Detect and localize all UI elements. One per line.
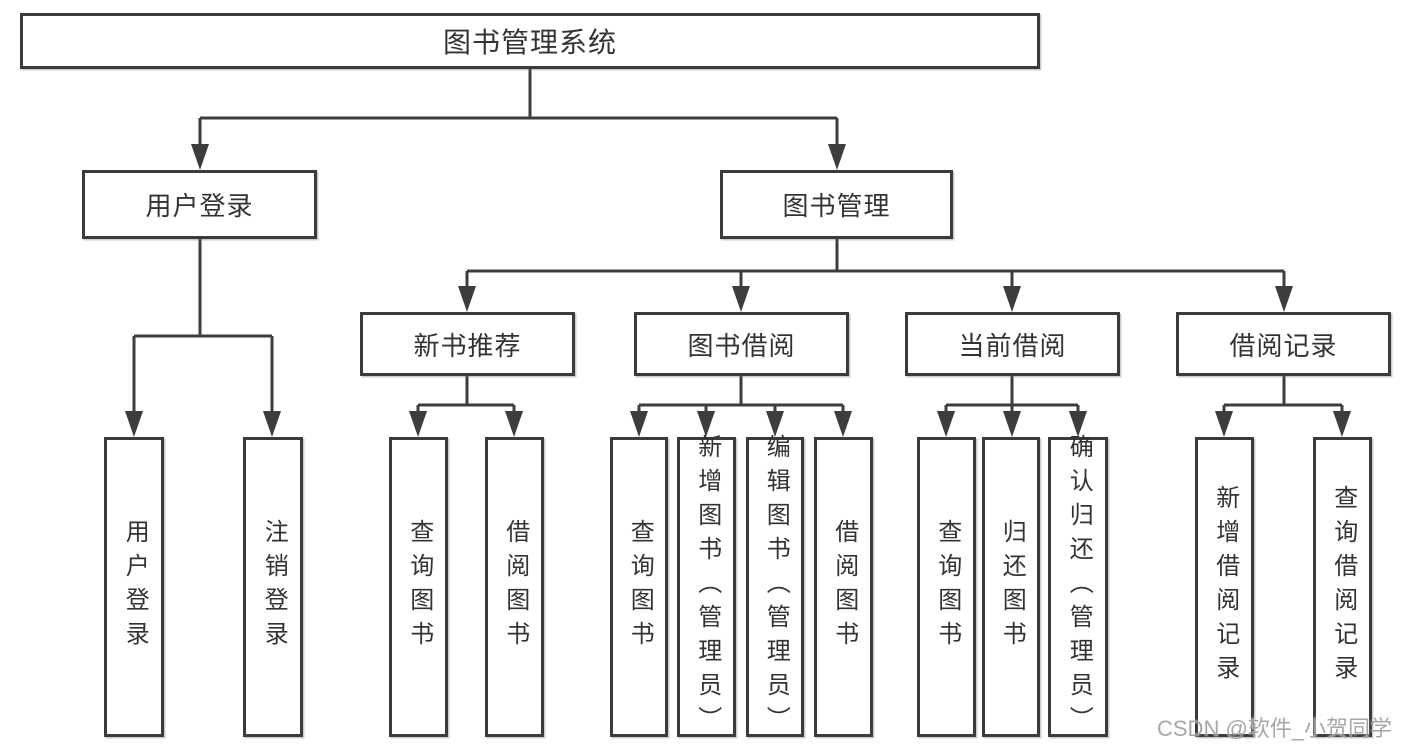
node-label: 新增借阅记录 xyxy=(1211,485,1239,689)
leaf-user-login: 用户登录 xyxy=(104,437,164,737)
leaf-query-borrow-record: 查询借阅记录 xyxy=(1313,437,1372,737)
node-label: 当前借阅 xyxy=(958,330,1067,361)
node-label: 借阅图书 xyxy=(501,519,529,655)
leaf-logout-login: 注销登录 xyxy=(243,437,303,737)
node-label: 用户登录 xyxy=(121,519,149,655)
node-label: 新书推荐 xyxy=(413,330,522,361)
node-book-borrowing: 图书借阅 xyxy=(634,312,849,376)
connector-root-to-level2 xyxy=(191,69,846,170)
node-label: 借阅图书 xyxy=(830,519,858,655)
leaf-edit-book-admin: 编辑图书（管理员） xyxy=(746,434,804,740)
node-label: 借阅记录 xyxy=(1229,330,1338,361)
watermark-text: CSDN @软件_小贺同学 xyxy=(1157,716,1393,741)
leaf-query-books-current: 查询图书 xyxy=(917,437,976,737)
connector-book-borrowing-to-leaves xyxy=(630,376,852,437)
leaf-add-book-admin: 新增图书（管理员） xyxy=(677,434,736,740)
node-label: 图书管理 xyxy=(782,191,891,221)
node-book-management: 图书管理 xyxy=(720,170,953,239)
leaf-query-books-borrowing: 查询图书 xyxy=(610,437,668,737)
node-label: 编辑图书（管理员） xyxy=(762,434,790,740)
node-library-management-system: 图书管理系统 xyxy=(20,13,1040,69)
node-label: 查询图书 xyxy=(626,519,654,655)
leaf-return-book: 归还图书 xyxy=(982,437,1040,737)
node-label: 图书借阅 xyxy=(687,330,796,361)
leaf-confirm-return-admin: 确认归还（管理员） xyxy=(1048,434,1108,740)
node-label: 查询图书 xyxy=(405,519,433,655)
connector-current-borrowing-to-leaves xyxy=(937,376,1087,437)
node-label: 查询借阅记录 xyxy=(1329,485,1357,689)
node-borrowing-records: 借阅记录 xyxy=(1176,312,1391,376)
connector-user-login-to-leaves xyxy=(125,239,281,437)
leaf-add-borrow-record: 新增借阅记录 xyxy=(1195,437,1254,737)
leaf-borrow-books-borrowing: 借阅图书 xyxy=(814,437,873,737)
node-label: 查询图书 xyxy=(933,519,961,655)
connector-new-book-recommend-to-leaves xyxy=(409,376,523,437)
leaf-borrow-books-recommend: 借阅图书 xyxy=(485,437,544,737)
node-user-login: 用户登录 xyxy=(82,170,317,239)
node-label: 归还图书 xyxy=(998,519,1026,655)
node-label: 确认归还（管理员） xyxy=(1065,434,1093,740)
node-label: 用户登录 xyxy=(145,191,254,221)
node-label: 注销登录 xyxy=(260,519,288,655)
node-label: 新增图书（管理员） xyxy=(693,434,721,740)
connector-borrowing-records-to-leaves xyxy=(1215,376,1351,437)
node-current-borrowing: 当前借阅 xyxy=(905,312,1120,376)
leaf-query-books-recommend: 查询图书 xyxy=(389,437,448,737)
node-new-book-recommend: 新书推荐 xyxy=(360,312,575,376)
node-label: 图书管理系统 xyxy=(442,27,617,58)
connector-book-management-to-level3 xyxy=(458,239,1293,312)
